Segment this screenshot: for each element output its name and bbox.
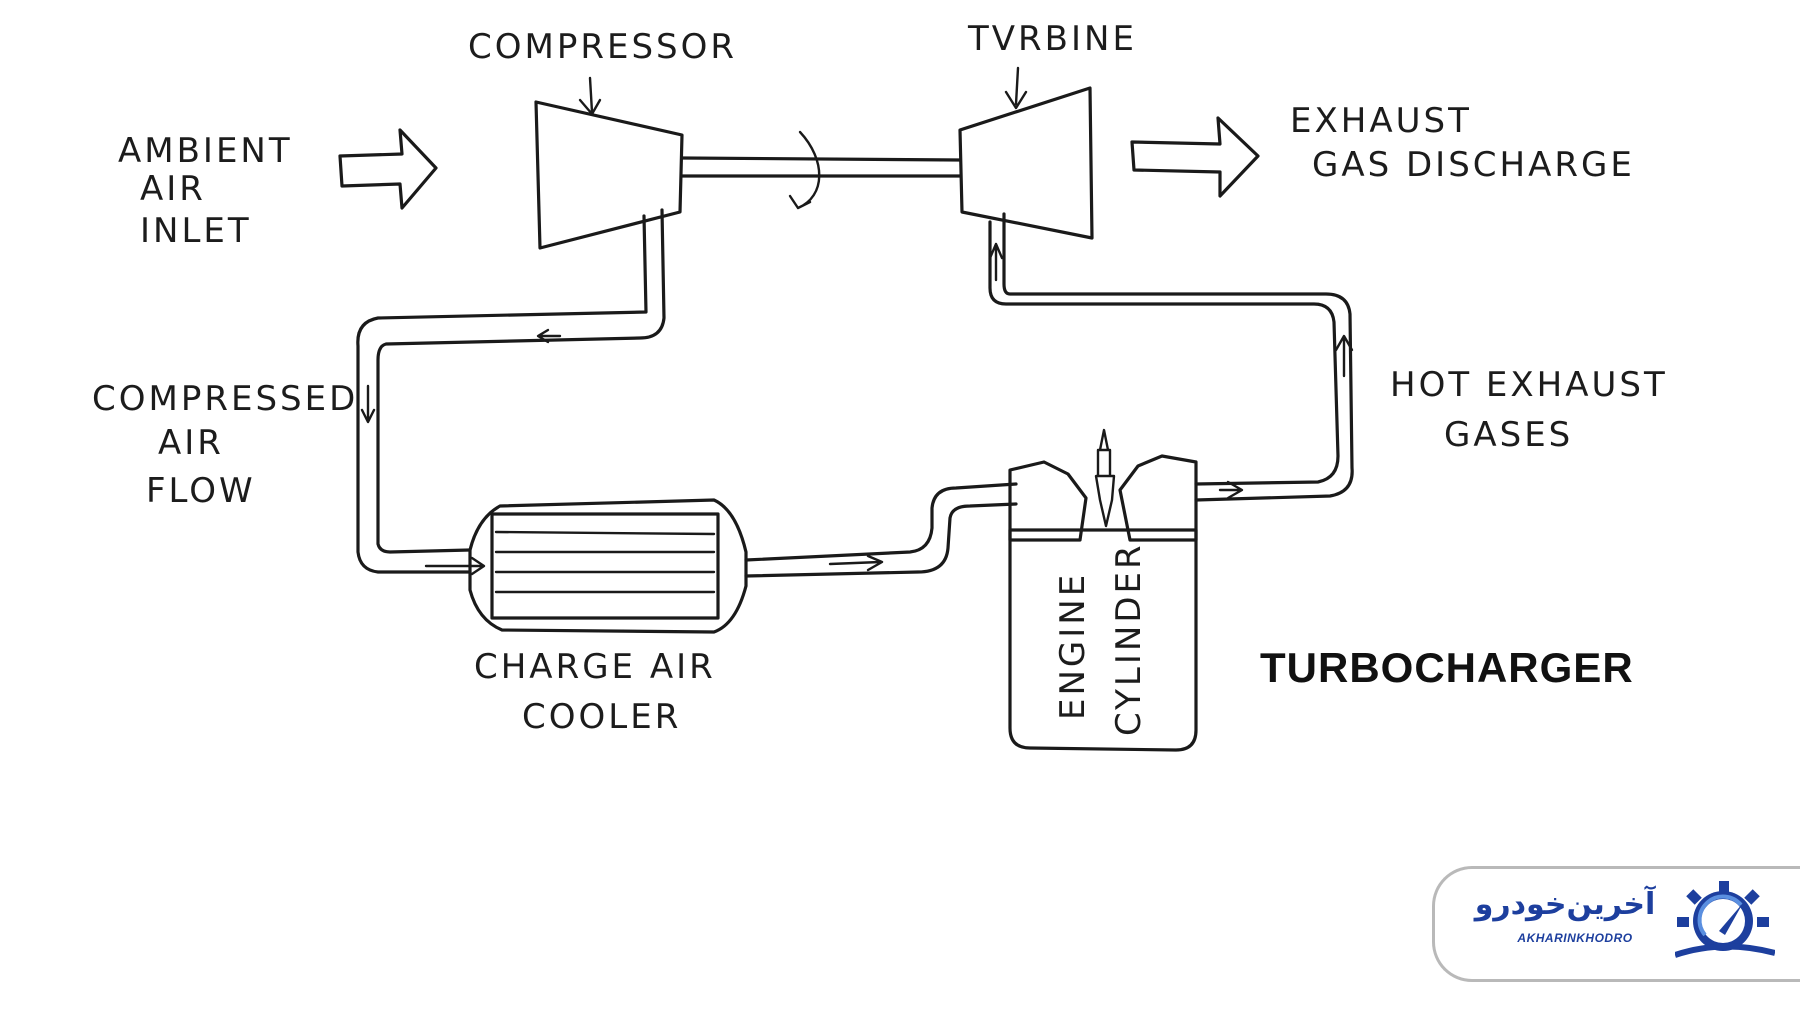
intake-port <box>1008 460 1088 542</box>
turbine-inlet-arrow <box>988 242 1004 282</box>
pipe-arrow-down <box>360 384 376 424</box>
cooler-body <box>468 498 748 634</box>
diagram-title: TURBOCHARGER <box>1260 644 1634 691</box>
rotation-arrow <box>788 130 821 210</box>
shaft <box>680 156 962 178</box>
intake-arrow <box>828 554 884 572</box>
engine-label-1: ENGINE <box>1053 572 1093 720</box>
compressed-label-2: AIR <box>158 423 224 463</box>
turbine-pointer <box>1004 66 1028 110</box>
turbine-shape <box>958 86 1094 240</box>
engine-block <box>1008 528 1198 752</box>
brand-badge[interactable]: آخرین‌خودرو AKHARINKHODRO <box>1432 866 1800 982</box>
hot-exhaust-label-1: HOT EXHAUST <box>1390 365 1668 405</box>
hot-gas-arrow-up <box>1334 334 1354 378</box>
exhaust-label-1: EXHAUST <box>1290 101 1472 141</box>
hot-gas-arrow-right <box>1218 480 1244 500</box>
exhaust-arrow <box>1130 116 1260 198</box>
intake-pipe <box>744 482 1018 578</box>
brand-name-fa: آخرین‌خودرو <box>1474 887 1656 922</box>
gear-gauge-icon <box>1675 881 1775 958</box>
cooler-fins <box>494 530 716 594</box>
cooler-label-2: COOLER <box>522 697 681 737</box>
ambient-label-1: AMBIENT <box>118 131 293 171</box>
compressed-air-pipe <box>356 208 666 574</box>
cooler-label-1: CHARGE AIR <box>474 647 716 687</box>
ambient-label-2: AIR <box>140 169 206 209</box>
inlet-arrow <box>338 128 438 210</box>
compressed-label-1: COMPRESSED <box>92 379 358 419</box>
engine-label-2: CYLINDER <box>1109 542 1149 736</box>
compressor-label: COMPRESSOR <box>468 27 737 67</box>
compressor-pointer <box>578 76 602 116</box>
hot-exhaust-pipe <box>988 212 1354 502</box>
hot-exhaust-label-2: GASES <box>1444 415 1573 455</box>
ambient-label-3: INLET <box>140 211 252 251</box>
compressed-label-3: FLOW <box>146 471 256 511</box>
brand-name-en: AKHARINKHODRO <box>1517 931 1633 945</box>
cooler-inlet-arrow <box>424 556 486 576</box>
exhaust-label-2: GAS DISCHARGE <box>1312 145 1635 185</box>
spark-plug <box>1094 428 1116 528</box>
exhaust-port <box>1118 454 1198 542</box>
pipe-arrow-left <box>536 328 562 344</box>
turbine-label: TVRBINE <box>967 19 1137 59</box>
compressor-shape <box>534 100 684 250</box>
cooler-core <box>490 512 720 620</box>
